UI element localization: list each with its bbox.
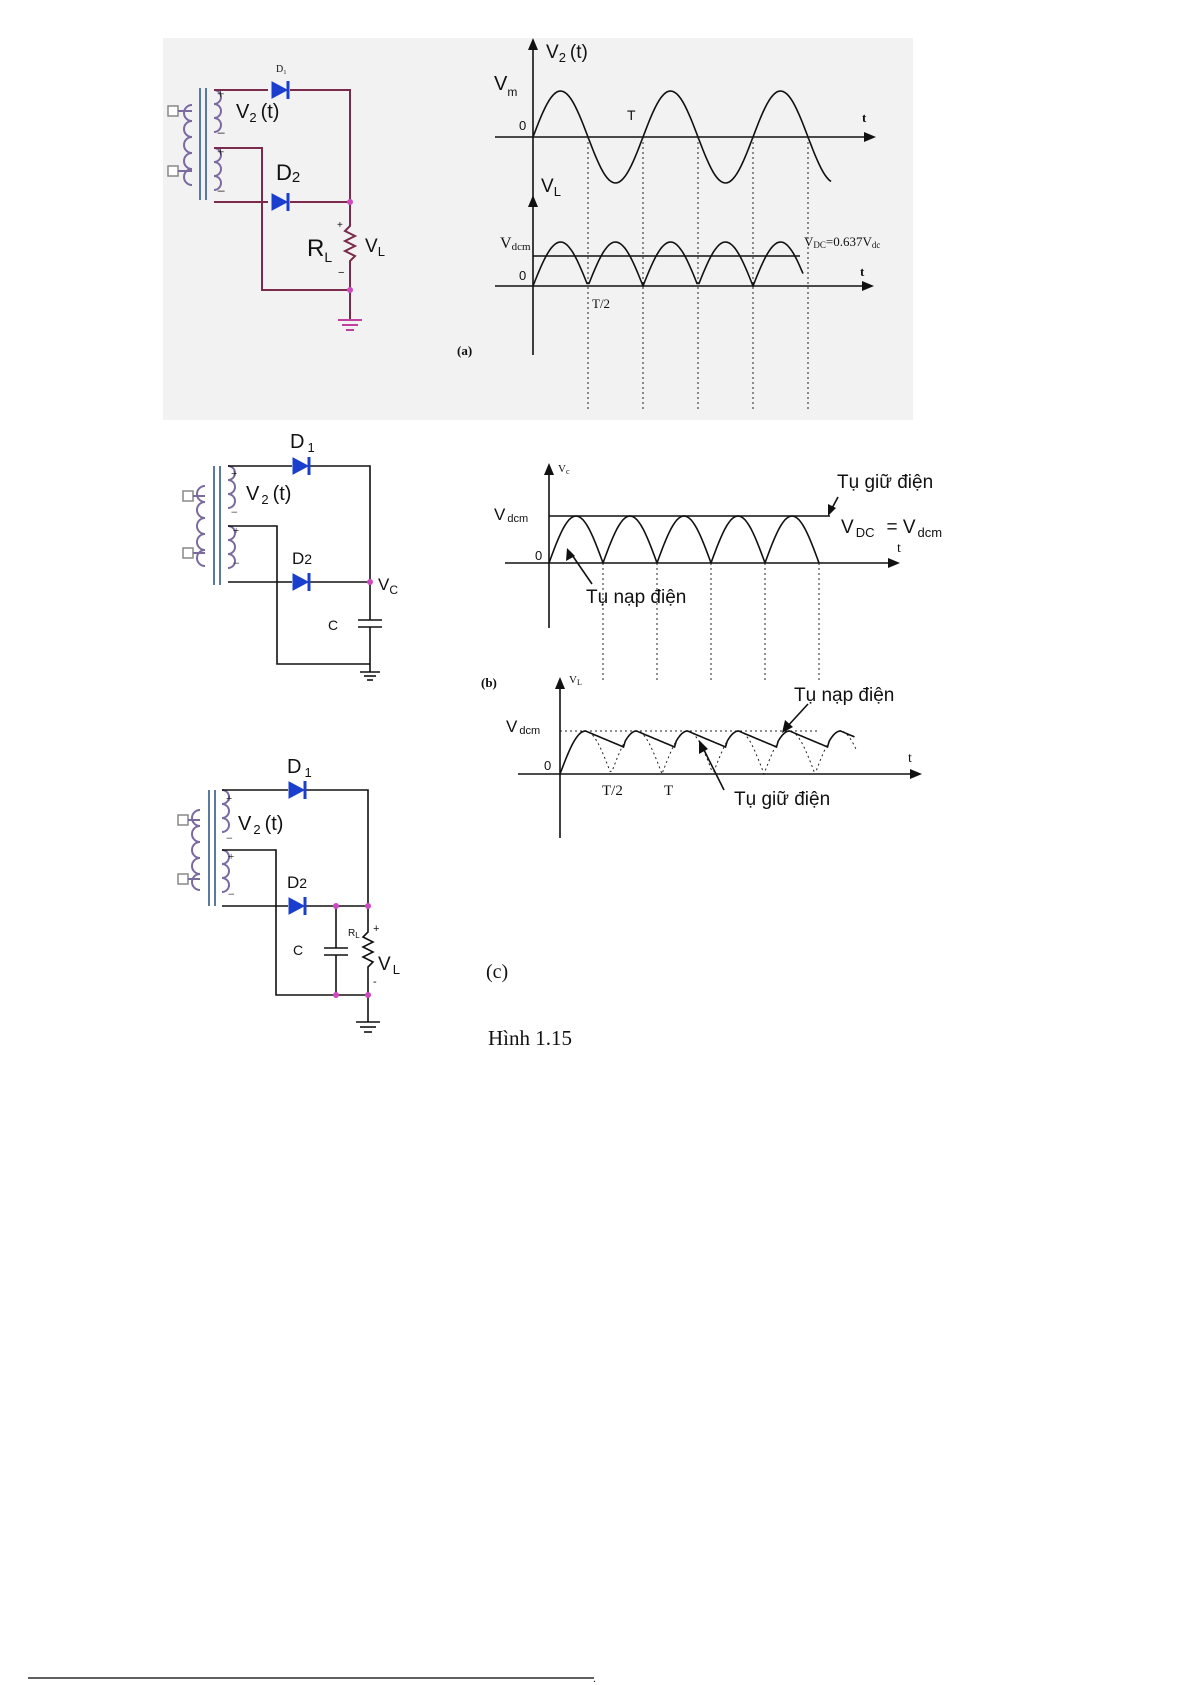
- period-label-c: T: [664, 783, 673, 799]
- svg-text:+: +: [373, 923, 379, 935]
- diode-d1-icon: [289, 781, 305, 799]
- half-period-label-c: T/2: [602, 783, 623, 799]
- charge-label-c: Tụ nạp điện: [794, 685, 894, 706]
- rectified-dotted-wave: [560, 731, 856, 774]
- hold-arrow-c: [702, 746, 724, 790]
- vc-axis-arrow-icon: [544, 463, 554, 475]
- t-label-b: t: [897, 541, 901, 556]
- plus-sign: +: [337, 220, 343, 231]
- panel-c-tag: (c): [486, 961, 508, 983]
- t-label-top: t: [862, 110, 867, 125]
- svg-text:−: −: [231, 505, 238, 519]
- c-label: C: [328, 617, 338, 633]
- minus-sign: −: [217, 184, 225, 200]
- svg-text:−: −: [233, 556, 240, 570]
- zero-label-c: 0: [544, 758, 551, 773]
- c-label: C: [293, 942, 303, 958]
- svg-text:+: +: [228, 851, 234, 863]
- period-label: T: [627, 107, 636, 123]
- t-axis-b-arrow-icon: [888, 558, 900, 568]
- svg-text:+: +: [226, 793, 232, 805]
- diode-d2-icon: [289, 897, 305, 915]
- vc-wave: [549, 516, 819, 563]
- vc-axis-label: Vc: [558, 463, 570, 476]
- hold-arrow-c-head-icon: [699, 740, 708, 754]
- t-label-bottom: t: [860, 264, 865, 279]
- input-terminal-bottom: [168, 166, 178, 176]
- svg-text:−: −: [226, 831, 233, 845]
- d2-label: D2: [287, 873, 307, 892]
- d1-label: D₁: [276, 64, 287, 75]
- footer-mark: .: [593, 1671, 596, 1685]
- minus-sign: −: [217, 126, 225, 142]
- charge-arrow-head-icon: [566, 548, 575, 561]
- svg-text:-: -: [373, 976, 377, 988]
- svg-text:−: −: [228, 887, 235, 901]
- t-axis-c-arrow-icon: [910, 769, 922, 779]
- zero-label-b: 0: [535, 548, 542, 563]
- vl-axis-c-arrow-icon: [555, 677, 565, 689]
- panel-b-tag: (b): [481, 675, 497, 690]
- zero-label-top: 0: [519, 118, 526, 133]
- hold-label-b: Tụ giữ điện: [837, 472, 933, 493]
- half-period-label: T/2: [592, 296, 610, 311]
- svg-text:+: +: [233, 525, 239, 537]
- plus-sign: +: [217, 144, 224, 159]
- vc-label: VC: [378, 575, 398, 597]
- resistor-rl-icon: [363, 906, 373, 1022]
- plus-sign: +: [217, 86, 224, 101]
- diode-d1-icon: [293, 457, 309, 475]
- input-terminal-top: [168, 106, 178, 116]
- hold-arrow-head-icon: [828, 504, 836, 516]
- hold-label-c: Tụ giữ điện: [734, 789, 830, 810]
- d2-label: D2: [292, 549, 312, 568]
- panel-a-tag: (a): [457, 343, 472, 358]
- minus-sign: −: [338, 267, 344, 279]
- diode-d2-icon: [293, 573, 309, 591]
- ground-icon: [360, 672, 380, 680]
- charge-label-b: Tụ nạp điện: [586, 587, 686, 608]
- rl-label: RL: [348, 928, 360, 940]
- zero-label-bottom: 0: [519, 268, 526, 283]
- svg-text:+: +: [231, 468, 237, 480]
- t-label-c: t: [908, 751, 912, 766]
- vl-axis-c-label: VL: [569, 674, 582, 687]
- ground-icon: [356, 1022, 380, 1032]
- filtered-ripple-wave: [560, 731, 855, 774]
- figure-caption: Hình 1.15: [488, 1026, 572, 1050]
